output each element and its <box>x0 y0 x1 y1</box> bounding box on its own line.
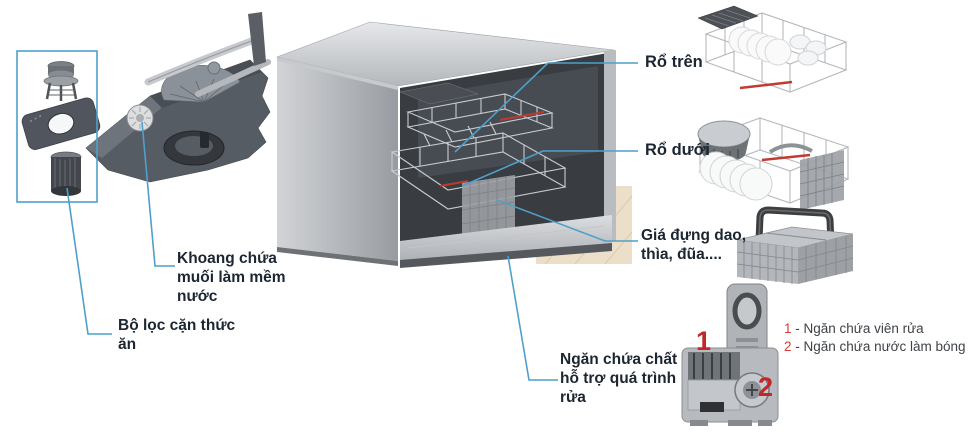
cutlery-basket-image <box>736 206 854 284</box>
callout-line-dispenser <box>507 255 558 381</box>
upper-rack-image <box>697 5 848 93</box>
legend-number-2: 2 <box>784 338 792 354</box>
legend-text-1: - Ngăn chứa viên rửa <box>791 321 924 336</box>
filter-highlight-box <box>16 50 98 203</box>
legend-row-1: 1 - Ngăn chứa viên rửa <box>784 320 966 338</box>
detergent-dispenser-image <box>681 283 779 426</box>
callout-line-cutlery <box>496 199 638 242</box>
callout-line-salt <box>141 121 175 267</box>
label-bottom-rack: Rổ dưới <box>645 141 710 159</box>
dispenser-numeral-1: 1 <box>696 326 712 356</box>
label-salt-compartment: Khoang chứa muối làm mềm nước <box>177 250 286 305</box>
legend-number-1: 1 <box>784 321 792 336</box>
callout-line-bottom-rack <box>461 150 638 187</box>
dishwasher-illustration <box>275 21 616 268</box>
filter-parts-illustration <box>21 61 101 196</box>
callout-lines <box>16 50 638 381</box>
label-top-rack: Rổ trên <box>645 53 703 71</box>
callout-line-top-rack <box>454 62 638 153</box>
salt-cap-illustration <box>126 104 154 132</box>
legend-text-2: - Ngăn chứa nước làm bóng <box>791 338 966 354</box>
spray-arm-illustration <box>144 12 271 97</box>
label-cutlery-rack: Giá đựng dao, thìa, đũa.... <box>641 227 747 263</box>
dispenser-numeral-2: 2 <box>758 372 774 402</box>
lower-rack-image <box>697 117 850 210</box>
sump-base-illustration <box>85 12 271 183</box>
label-detergent-compartment: Ngăn chứa chất hỗ trợ quá trình rửa <box>560 351 678 406</box>
label-food-filter: Bộ lọc cặn thức ăn <box>118 317 236 353</box>
dispenser-legend: 1 - Ngăn chứa viên rửa 2 - Ngăn chứa nướ… <box>784 320 966 355</box>
legend-row-2: 2 - Ngăn chứa nước làm bóng <box>784 338 966 356</box>
callout-line-filter <box>66 187 112 335</box>
